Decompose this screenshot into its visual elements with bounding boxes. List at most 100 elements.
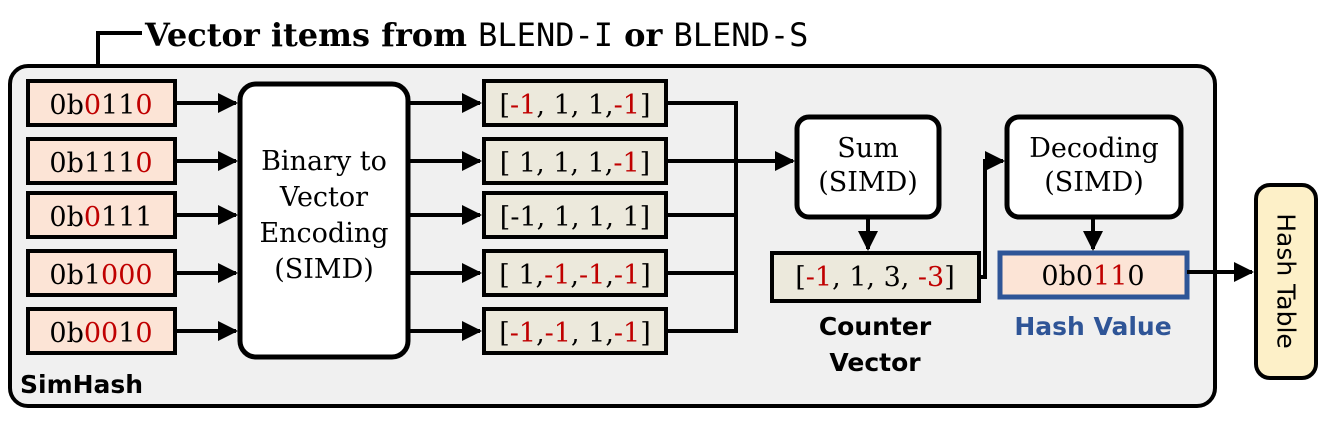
decoding-text-line: Decoding xyxy=(1029,133,1159,164)
hash-value-label: Hash Value xyxy=(1014,312,1171,341)
hash-table-label: Hash Table xyxy=(1272,213,1301,349)
hash-prefix: 0b xyxy=(1041,261,1075,292)
vector-token: , 1, xyxy=(571,318,614,349)
vector-token: , xyxy=(570,260,579,291)
counter-token: -3 xyxy=(918,262,944,293)
vector-token: ] xyxy=(640,148,651,179)
vector-token: [ xyxy=(500,90,511,121)
vector-token: , xyxy=(605,260,614,291)
input-bit: 1 xyxy=(84,148,101,179)
input-box xyxy=(26,191,177,239)
vector-value: [-1, 1, 1, 1] xyxy=(500,202,650,233)
header-title: Vector items from BLEND-I or BLEND-S xyxy=(144,16,808,54)
merge-lines xyxy=(666,101,738,333)
vector-token: [-1, 1, 1, 1] xyxy=(500,202,650,233)
input-bit: 0 xyxy=(135,260,152,291)
vector-token: -1 xyxy=(614,318,640,349)
counter-vector-box xyxy=(770,251,981,303)
input-bit: 1 xyxy=(135,202,152,233)
input-bit: 1 xyxy=(101,90,118,121)
input-value: 0b1000 xyxy=(49,260,152,291)
simhash-panel-label: SimHash xyxy=(20,370,143,399)
input-bit: 0 xyxy=(135,318,152,349)
input-bit: 0 xyxy=(135,90,152,121)
input-prefix: 0b xyxy=(49,260,83,291)
rows-group: 0b0110[-1, 1, 1,-1]0b1110[ 1, 1, 1,-1]0b… xyxy=(26,79,668,355)
decoding-label: Decoding(SIMD) xyxy=(1029,133,1159,198)
input-prefix: 0b xyxy=(49,148,83,179)
input-box xyxy=(26,307,177,355)
hash-value-box xyxy=(997,250,1190,300)
vector-token: -1 xyxy=(545,318,571,349)
input-bit: 1 xyxy=(118,318,135,349)
input-prefix: 0b xyxy=(49,202,83,233)
input-bit: 1 xyxy=(84,260,101,291)
vector-token: , 1, 1, xyxy=(536,90,613,121)
hash-table-box xyxy=(1254,183,1318,380)
input-box xyxy=(26,249,177,297)
hash-bit: 1 xyxy=(1110,261,1127,292)
input-value: 0b0010 xyxy=(49,318,152,349)
vector-token: -1 xyxy=(614,90,640,121)
input-value: 0b0110 xyxy=(49,90,152,121)
vector-token: ] xyxy=(640,260,651,291)
counter-token: -1 xyxy=(806,262,832,293)
vector-token: ] xyxy=(640,90,651,121)
counter-token: , 1, 3, xyxy=(832,262,918,293)
encoder-text-line: Encoding xyxy=(259,218,388,249)
input-bit: 0 xyxy=(101,318,118,349)
hash-bit: 1 xyxy=(1093,261,1110,292)
vector-token: [ xyxy=(499,318,510,349)
vector-box xyxy=(482,79,668,127)
vector-token: -1 xyxy=(510,90,536,121)
input-bit: 0 xyxy=(118,260,135,291)
vector-token: -1 xyxy=(544,260,570,291)
header-connector: or xyxy=(613,16,673,54)
input-bit: 0 xyxy=(84,90,101,121)
sum-text-line: Sum xyxy=(837,133,899,164)
input-value: 0b1110 xyxy=(49,148,152,179)
counter-vector-label-line: Vector xyxy=(829,348,921,377)
vector-token: , xyxy=(536,318,545,349)
header-code-2: BLEND-S xyxy=(673,16,808,54)
counter-token: ] xyxy=(944,262,955,293)
counter-vector-label-line: Counter xyxy=(819,312,932,341)
vector-box xyxy=(482,191,668,239)
vector-value: [-1, 1, 1,-1] xyxy=(500,90,651,121)
hash-bit: 0 xyxy=(1076,261,1093,292)
encoder-text-line: (SIMD) xyxy=(274,254,374,285)
vector-token: ] xyxy=(640,318,651,349)
header-code-1: BLEND-I xyxy=(478,16,613,54)
vector-token: -1 xyxy=(613,148,639,179)
sum-label: Sum(SIMD) xyxy=(818,133,918,198)
input-bit: 1 xyxy=(118,90,135,121)
hash-value: 0b0110 xyxy=(1041,261,1144,292)
counter-vector-value: [-1, 1, 3, -3] xyxy=(795,262,955,293)
header-prefix: Vector items from xyxy=(144,16,478,54)
input-bit: 0 xyxy=(84,318,101,349)
input-bit: 1 xyxy=(118,148,135,179)
arrow-counter-to-decoding xyxy=(979,151,1005,279)
hash-bit: 0 xyxy=(1127,261,1144,292)
encoder-box xyxy=(237,81,411,360)
input-bit: 0 xyxy=(84,202,101,233)
encoder-text-line: Vector xyxy=(279,182,368,213)
vector-token: -1 xyxy=(510,318,536,349)
input-bit: 1 xyxy=(101,148,118,179)
input-value: 0b0111 xyxy=(49,202,152,233)
input-bit: 1 xyxy=(101,202,118,233)
counter-token: [ xyxy=(795,262,806,293)
input-prefix: 0b xyxy=(49,318,83,349)
vector-token: [ 1, xyxy=(499,260,544,291)
vector-box xyxy=(482,249,668,297)
vector-token: -1 xyxy=(579,260,605,291)
input-bit: 1 xyxy=(118,202,135,233)
input-prefix: 0b xyxy=(49,90,83,121)
vector-value: [ 1, 1, 1,-1] xyxy=(500,148,650,179)
vector-value: [-1,-1, 1,-1] xyxy=(499,318,651,349)
input-bit: 0 xyxy=(101,260,118,291)
sum-text-line: (SIMD) xyxy=(818,167,918,198)
